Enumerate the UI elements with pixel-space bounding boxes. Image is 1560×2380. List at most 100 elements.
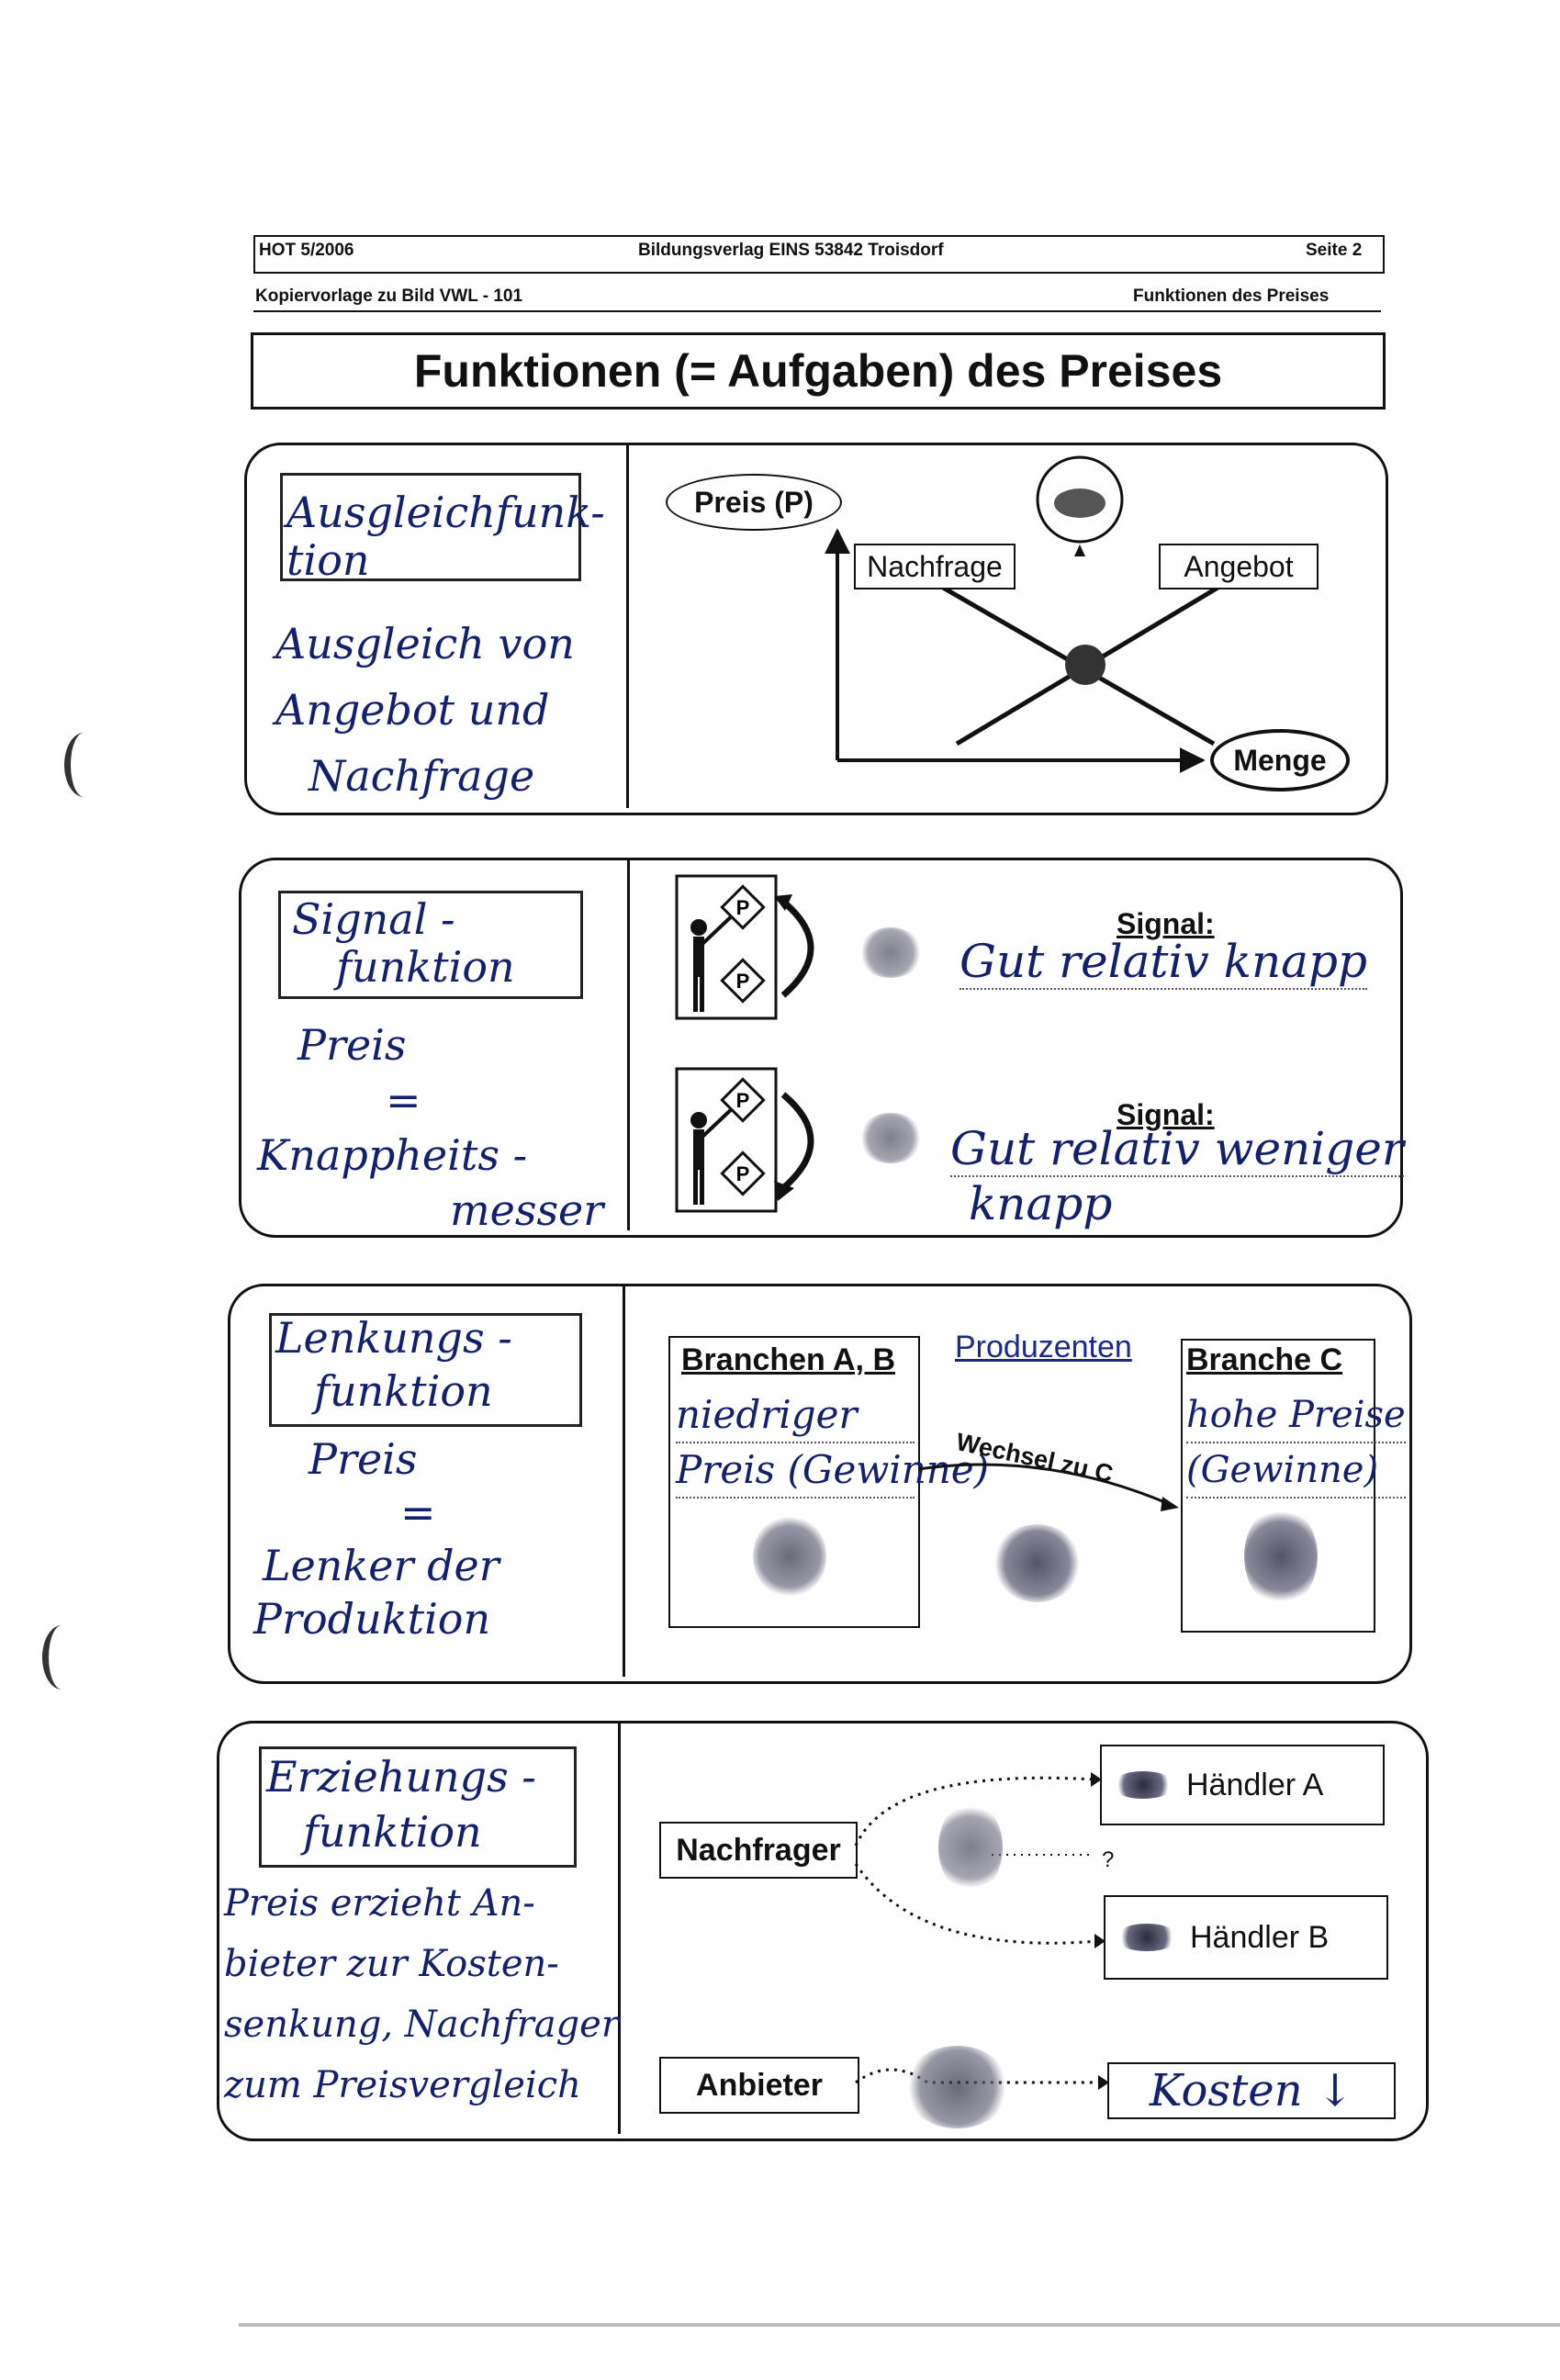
dealer-b-box: Händler B — [1104, 1895, 1388, 1980]
seller-box: Anbieter — [659, 2057, 859, 2114]
signal-text-line: knapp — [969, 1177, 1113, 1230]
branch-c-text-line: hohe Preise — [1186, 1388, 1406, 1443]
section-education-function — [217, 1721, 1429, 2141]
shopper-figure-icon — [938, 1802, 1003, 1893]
section-divider — [626, 445, 629, 808]
equilibrium-point — [1065, 645, 1105, 685]
function-note-line: Lenker der — [263, 1541, 499, 1590]
function-label: Erziehungs - funktion — [266, 1749, 536, 1859]
buyer-box: Nachfrager — [659, 1822, 858, 1879]
function-note-line: = — [386, 1075, 421, 1125]
branch-c-text-line: (Gewinne) — [1186, 1443, 1406, 1499]
seller-figure-icon — [904, 2046, 1010, 2128]
function-note-line: Nachfrage — [309, 751, 535, 801]
header-publisher: Bildungsverlag EINS 53842 Troisdorf — [638, 241, 944, 260]
header-rule — [253, 310, 1381, 312]
scale-icon-inner — [1054, 488, 1105, 518]
function-note: Ausgleich von Angebot und Nachfrage — [275, 611, 575, 809]
function-label: Lenkungs - funktion — [275, 1311, 512, 1418]
function-note-line: bieter zur Kosten- — [224, 1943, 559, 1985]
sad-figure-icon — [753, 1515, 826, 1598]
function-label-line: funktion — [336, 942, 515, 992]
producers-label: Produzenten — [955, 1330, 1132, 1364]
section-balancing-function — [244, 443, 1388, 815]
branch-ab-text-line: Preis (Gewinne) — [676, 1443, 989, 1499]
hat-icon — [1115, 1924, 1179, 1951]
function-label-box — [280, 473, 581, 581]
branch-ab-text: niedriger Preis (Gewinne) — [676, 1388, 989, 1499]
question-mark: ? — [1102, 1847, 1115, 1872]
header-issue: HOT 5/2006 — [259, 241, 354, 260]
section-divider — [623, 1286, 625, 1677]
function-note-line: Preis — [309, 1434, 418, 1484]
function-label-line: Signal - — [292, 894, 455, 944]
header-box — [253, 235, 1385, 274]
signal-flag-icon: P P — [675, 1067, 814, 1213]
header-topic: Funktionen des Preises — [1133, 286, 1330, 306]
section-steering-function — [228, 1284, 1412, 1684]
scan-edge-line — [239, 2323, 1560, 2327]
function-note-line: Knappheits - — [257, 1130, 528, 1180]
svg-text:P: P — [736, 896, 750, 919]
demand-label: Nachfrage — [854, 544, 1016, 589]
hat-icon — [1111, 1771, 1175, 1799]
quantity-axis-label: Menge — [1210, 729, 1350, 791]
binder-hole-top — [64, 733, 104, 797]
costs-box: Kosten ↓ — [1107, 2062, 1396, 2119]
header-page: Seite 2 — [1306, 241, 1363, 260]
function-label-line: Ausgleichfunk- — [286, 488, 605, 537]
branch-c-text: hohe Preise (Gewinne) — [1186, 1388, 1406, 1499]
signal-text: Gut relativ knapp — [960, 935, 1367, 990]
function-note-line: Preis erzieht An- — [224, 1882, 535, 1925]
function-note: Preis erzieht An- bieter zur Kosten- sen… — [224, 1873, 619, 2116]
branch-ab-title: Branchen A, B — [681, 1342, 896, 1377]
binder-hole-bottom — [42, 1625, 82, 1690]
happy-figure-icon — [1244, 1506, 1318, 1607]
branch-ab-text-line: niedriger — [676, 1388, 915, 1443]
supply-label: Angebot — [1159, 544, 1319, 589]
function-label-box — [278, 891, 583, 999]
svg-text:P: P — [736, 970, 750, 993]
section-divider — [627, 860, 630, 1230]
dealer-a-box: Händler A — [1100, 1745, 1385, 1825]
function-note-line: Preis — [297, 1020, 407, 1070]
signal-splash-icon — [859, 927, 923, 978]
signal-flag-icon: P P — [675, 874, 814, 1020]
signal-splash-icon — [859, 1113, 923, 1163]
pointer-icon — [1074, 544, 1085, 556]
function-label-line: tion — [286, 535, 370, 585]
section-signal-function — [239, 858, 1403, 1238]
function-label: Signal - funktion — [292, 895, 515, 991]
function-note-line: Angebot und — [275, 685, 550, 735]
signal-text-line: Gut relativ weniger — [950, 1122, 1404, 1177]
function-label-box — [259, 1746, 577, 1868]
function-note: Preis = Knappheits - messer — [257, 1017, 603, 1238]
price-axis-label: Preis (P) — [666, 474, 842, 531]
dealer-a-label: Händler A — [1186, 1767, 1324, 1802]
function-note: Preis = Lenker der Produktion — [253, 1432, 499, 1645]
function-label: Ausgleichfunk- tion — [286, 488, 605, 584]
branch-c-box — [1181, 1339, 1375, 1633]
section-divider — [618, 1723, 621, 2134]
svg-text:P: P — [736, 1162, 750, 1185]
running-figure-icon — [993, 1524, 1081, 1602]
branch-c-title: Branche C — [1186, 1342, 1343, 1377]
function-label-line: Lenkungs - — [275, 1313, 512, 1363]
function-note-line: Produktion — [253, 1594, 491, 1644]
function-label-box — [269, 1313, 582, 1427]
function-note-line: senkung, Nachfrager — [224, 2004, 619, 2046]
svg-text:P: P — [736, 1089, 750, 1112]
supply-demand-diagram — [825, 455, 1230, 773]
switch-arrow — [918, 1463, 1179, 1511]
page-title: Funktionen (= Aufgaben) des Preises — [251, 332, 1386, 410]
function-label-line: Erziehungs - — [266, 1752, 536, 1802]
dealer-b-label: Händler B — [1190, 1919, 1330, 1955]
function-note-line: zum Preisvergleich — [224, 2064, 581, 2106]
function-note-line: messer — [450, 1185, 604, 1235]
signal-heading: Signal: — [1117, 1098, 1215, 1131]
function-note-line: Ausgleich von — [275, 619, 575, 668]
function-note-line: = — [400, 1488, 436, 1537]
branch-ab-box — [668, 1336, 920, 1628]
function-label-line: funktion — [314, 1366, 493, 1416]
copy-template-label: Kopiervorlage zu Bild VWL - 101 — [255, 286, 523, 306]
